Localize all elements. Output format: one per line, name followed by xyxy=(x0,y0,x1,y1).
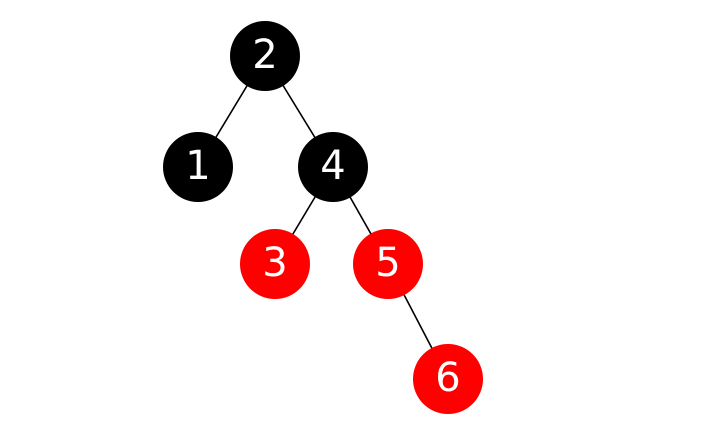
tree-node-6[interactable]: 6 xyxy=(413,344,483,414)
tree-node-4[interactable]: 4 xyxy=(298,132,368,202)
tree-node-label: 3 xyxy=(262,240,288,286)
tree-node-label: 1 xyxy=(185,143,211,189)
tree-node-2[interactable]: 2 xyxy=(230,21,300,91)
tree-node-1[interactable]: 1 xyxy=(163,132,233,202)
tree-node-label: 6 xyxy=(435,355,461,401)
tree-node-3[interactable]: 3 xyxy=(240,229,310,299)
tree-node-label: 2 xyxy=(252,32,278,78)
tree-node-label: 5 xyxy=(375,240,401,286)
tree-node-5[interactable]: 5 xyxy=(353,229,423,299)
tree-node-label: 4 xyxy=(320,143,346,189)
